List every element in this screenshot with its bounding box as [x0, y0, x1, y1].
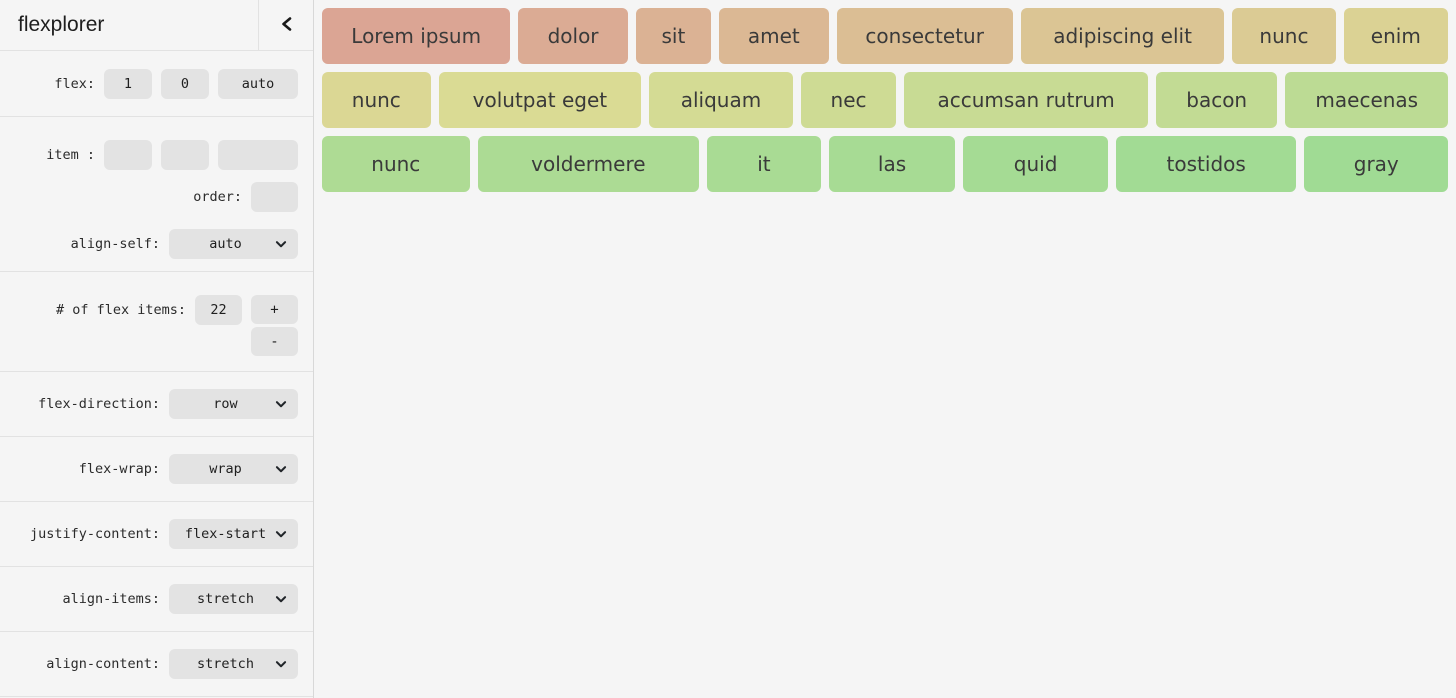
flex-item-label: voldermere [531, 152, 646, 176]
flex-item[interactable]: adipiscing elit [1020, 8, 1225, 64]
align-items-label: align-items: [62, 591, 160, 607]
align-content-label: align-content: [46, 656, 160, 672]
flex-item-label: accumsan rutrum [937, 88, 1115, 112]
flex-item-label: nunc [371, 152, 421, 176]
flex-item-label: quid [1013, 152, 1058, 176]
flex-item-label: adipiscing elit [1053, 24, 1192, 48]
flex-direction-section: flex-direction: row [0, 372, 313, 437]
flex-item-label: amet [747, 24, 800, 48]
flex-item[interactable]: gray [1304, 136, 1449, 192]
flex-item[interactable]: nunc [1232, 8, 1336, 64]
align-self-select[interactable]: auto [169, 229, 298, 259]
flex-item[interactable]: consectetur [836, 8, 1013, 64]
flex-item-label: volutpat eget [472, 88, 608, 112]
flex-item-label: consectetur [865, 24, 984, 48]
flex-wrap-select[interactable]: wrap [169, 454, 298, 484]
flex-item-label: nunc [1259, 24, 1309, 48]
justify-content-section: justify-content: flex-start [0, 502, 313, 567]
flex-item[interactable]: accumsan rutrum [904, 72, 1148, 128]
remove-item-button[interactable]: - [251, 327, 298, 356]
align-items-section: align-items: stretch [0, 567, 313, 632]
flex-item-label: it [757, 152, 771, 176]
flex-item[interactable]: quid [963, 136, 1108, 192]
item-flex-grow-input[interactable] [104, 140, 152, 170]
flex-item[interactable]: Lorem ipsum [322, 8, 511, 64]
chevron-left-icon [281, 16, 292, 34]
flex-item[interactable]: voldermere [477, 136, 700, 192]
align-self-label: align-self: [70, 236, 160, 252]
order-input[interactable] [251, 182, 298, 212]
align-self-value: auto [209, 236, 242, 252]
flex-direction-select[interactable]: row [169, 389, 298, 419]
flex-item[interactable]: volutpat eget [438, 72, 642, 128]
flex-wrap-section: flex-wrap: wrap [0, 437, 313, 502]
flex-item-label: las [877, 152, 907, 176]
flex-item[interactable]: amet [719, 8, 829, 64]
justify-content-select[interactable]: flex-start [169, 519, 298, 549]
sidebar-header: flexplorer [0, 0, 313, 51]
app-title: flexplorer [18, 13, 105, 36]
flex-item-label: aliquam [680, 88, 762, 112]
sidebar: flexplorer flex: item : order: align-sel… [0, 0, 314, 698]
add-item-button[interactable]: + [251, 295, 298, 324]
flex-basis-input[interactable] [218, 69, 298, 99]
flex-wrap-label: flex-wrap: [78, 461, 160, 477]
item-section: item : order: align-self: auto [0, 117, 313, 272]
item-count-input[interactable] [195, 295, 242, 325]
align-items-value: stretch [197, 591, 254, 607]
flex-item-label: nec [830, 88, 867, 112]
flex-direction-value: row [213, 396, 238, 412]
collapse-sidebar-button[interactable] [258, 0, 313, 50]
flex-grow-input[interactable] [104, 69, 152, 99]
flex-item[interactable]: maecenas [1285, 72, 1449, 128]
flex-item[interactable]: nec [800, 72, 897, 128]
flex-item-label: sit [661, 24, 686, 48]
flex-item-label: tostidos [1166, 152, 1246, 176]
item-flex-basis-input[interactable] [218, 140, 298, 170]
flex-item[interactable]: bacon [1155, 72, 1278, 128]
flex-item[interactable]: nunc [322, 136, 470, 192]
justify-content-value: flex-start [184, 526, 267, 542]
flex-item-label: gray [1353, 152, 1399, 176]
flex-item[interactable]: dolor [518, 8, 628, 64]
flex-label: flex: [54, 76, 95, 92]
flex-item-label: maecenas [1315, 88, 1419, 112]
flex-item-label: bacon [1186, 88, 1248, 112]
flex-item[interactable]: sit [635, 8, 712, 64]
item-count-section: # of flex items: + - [0, 272, 313, 372]
order-label: order: [193, 189, 242, 205]
flex-item[interactable]: las [828, 136, 956, 192]
align-items-select[interactable]: stretch [169, 584, 298, 614]
flex-item-label: dolor [547, 24, 599, 48]
flex-item-label: nunc [351, 88, 401, 112]
item-count-label: # of flex items: [55, 302, 186, 318]
flex-playground: Lorem ipsum dolor sit amet consectetur a… [314, 0, 1456, 698]
flex-direction-label: flex-direction: [38, 396, 160, 412]
flex-item[interactable]: nunc [322, 72, 431, 128]
flex-item[interactable]: tostidos [1115, 136, 1297, 192]
flex-item[interactable]: aliquam [649, 72, 793, 128]
align-content-select[interactable]: stretch [169, 649, 298, 679]
item-flex-shrink-input[interactable] [161, 140, 209, 170]
flex-item-label: enim [1370, 24, 1421, 48]
justify-content-label: justify-content: [29, 526, 160, 542]
align-content-value: stretch [197, 656, 254, 672]
flex-item-label: Lorem ipsum [351, 24, 482, 48]
flex-item[interactable]: enim [1343, 8, 1448, 64]
flex-shorthand-section: flex: [0, 51, 313, 117]
flex-item[interactable]: it [707, 136, 821, 192]
align-content-section: align-content: stretch [0, 632, 313, 697]
flex-shrink-input[interactable] [161, 69, 209, 99]
flex-wrap-value: wrap [209, 461, 242, 477]
item-label: item : [46, 147, 95, 163]
